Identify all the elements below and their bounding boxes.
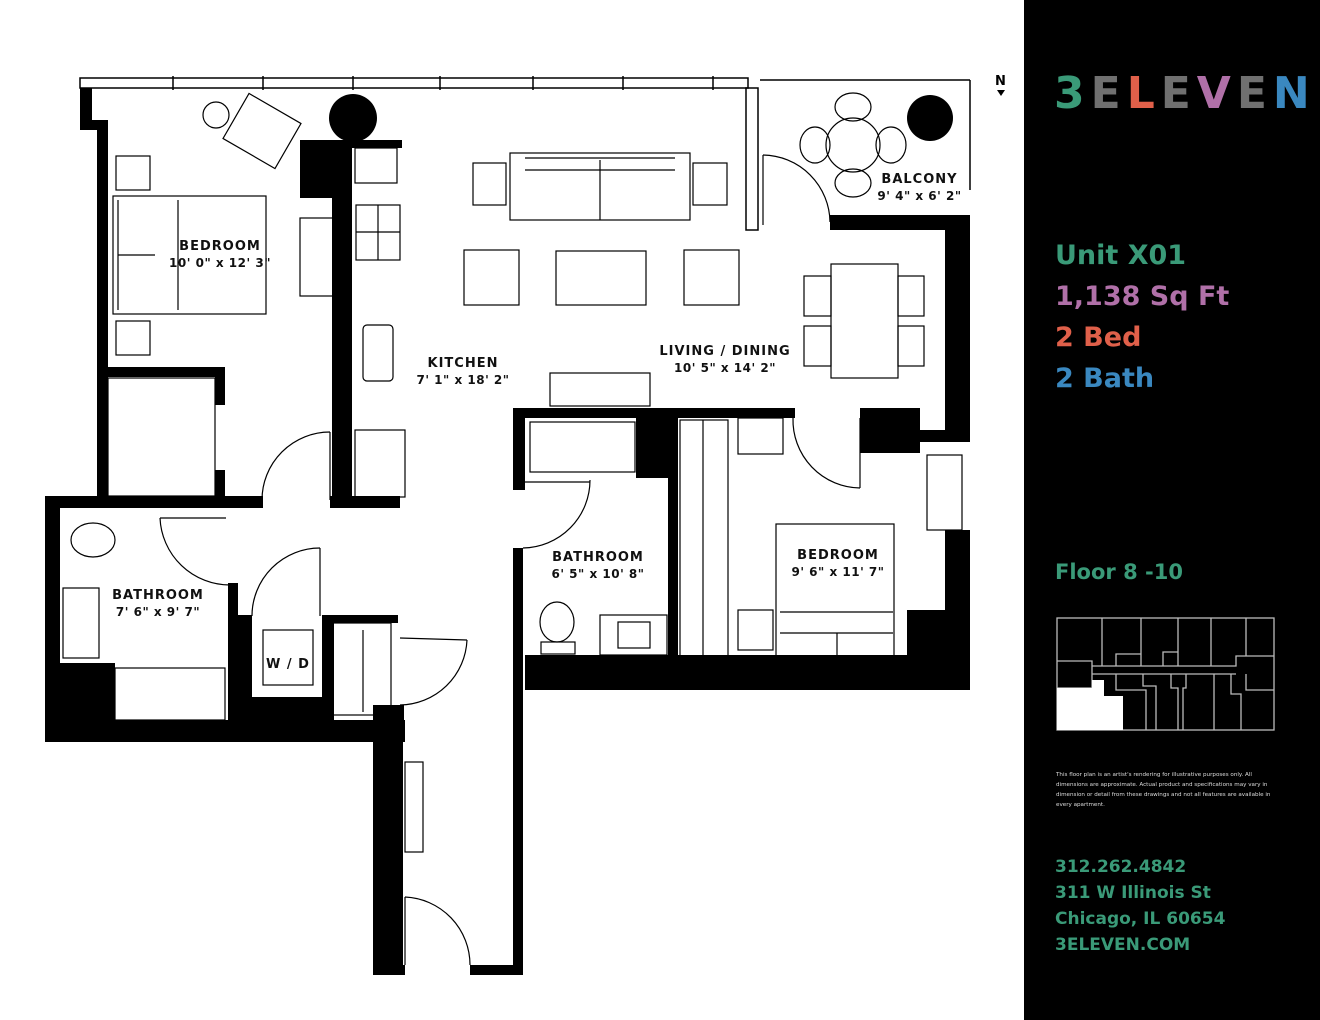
room-bedroom-2: BEDROOM 9' 6" x 11' 7": [778, 548, 898, 580]
room-bathroom-2: BATHROOM 6' 5" x 10' 8": [538, 550, 658, 582]
brand-logo: 3ELEVEN: [1054, 68, 1316, 119]
north-indicator: N: [995, 74, 1006, 96]
room-bedroom-1: BEDROOM 10' 0" x 12' 3": [160, 239, 280, 271]
north-label: N: [995, 74, 1006, 89]
room-name: BEDROOM: [797, 548, 879, 563]
room-bathroom-1: BATHROOM 7' 6" x 9' 7": [98, 588, 218, 620]
room-name: LIVING / DINING: [659, 344, 791, 359]
floor-range: Floor 8 -10: [1055, 560, 1183, 584]
street-address: 311 W Illinois St: [1055, 883, 1211, 903]
room-kitchen: KITCHEN 7' 1" x 18' 2": [403, 356, 523, 388]
room-dims: 10' 5" x 14' 2": [674, 361, 776, 375]
room-dims: 7' 6" x 9' 7": [115, 605, 201, 619]
key-plan: [1056, 617, 1275, 731]
unit-highlight: [1057, 680, 1123, 730]
contact-info: 312.262.4842 311 W Illinois St Chicago, …: [1055, 854, 1225, 958]
furniture: [62, 92, 963, 721]
walls: [45, 88, 970, 975]
laundry-wd: W / D: [263, 657, 313, 673]
info-panel: 3ELEVEN Unit X01 1,138 Sq Ft 2 Bed 2 Bat…: [1024, 0, 1320, 1020]
logo-letter: L: [1126, 68, 1161, 119]
logo-letter: E: [1236, 68, 1273, 119]
logo-letter: V: [1196, 68, 1237, 119]
logo-letter: N: [1272, 68, 1316, 119]
window-wall: [79, 76, 971, 231]
unit-baths: 2 Bath: [1055, 363, 1155, 394]
city-address: Chicago, IL 60654: [1055, 909, 1226, 929]
room-dims: 6' 5" x 10' 8": [551, 567, 645, 581]
room-balcony: BALCONY 9' 4" x 6' 2": [862, 172, 977, 204]
room-dims: 9' 6" x 11' 7": [791, 565, 885, 579]
website-link[interactable]: 3ELEVEN.COM: [1055, 935, 1191, 955]
room-living-dining: LIVING / DINING 10' 5" x 14' 2": [655, 344, 795, 376]
logo-letter: 3: [1054, 68, 1091, 119]
unit-area: 1,138 Sq Ft: [1055, 281, 1230, 312]
unit-beds: 2 Bed: [1055, 322, 1142, 353]
room-dims: 10' 0" x 12' 3": [169, 256, 271, 270]
room-name: BATHROOM: [112, 588, 204, 603]
room-name: BATHROOM: [552, 550, 644, 565]
logo-letter: E: [1160, 68, 1197, 119]
phone[interactable]: 312.262.4842: [1055, 857, 1187, 877]
room-name: KITCHEN: [427, 356, 499, 371]
room-name: BALCONY: [881, 172, 958, 187]
columns: [329, 94, 953, 142]
room-dims: 7' 1" x 18' 2": [416, 373, 510, 387]
doors: [159, 154, 861, 966]
room-dims: 9' 4" x 6' 2": [877, 189, 962, 203]
room-name: BEDROOM: [179, 239, 261, 254]
room-name: W / D: [266, 657, 310, 672]
floor-plan: [45, 76, 971, 975]
disclaimer: This floor plan is an artist's rendering…: [1056, 772, 1271, 808]
logo-letter: E: [1090, 68, 1127, 119]
north-arrow-icon: [997, 90, 1005, 96]
unit-name: Unit X01: [1055, 240, 1187, 271]
